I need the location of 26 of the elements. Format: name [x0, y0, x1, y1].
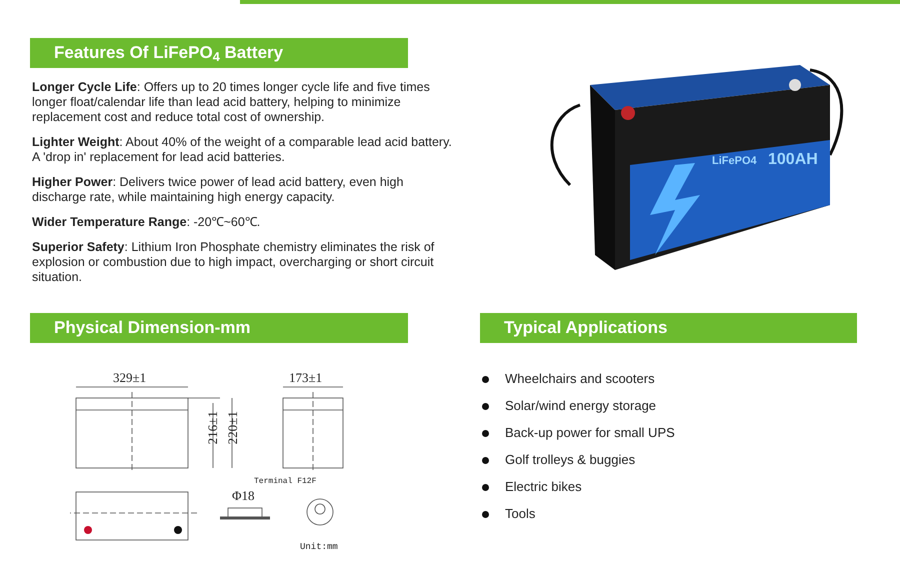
- dimension-label: 220±1: [224, 411, 241, 444]
- application-item: Wheelchairs and scooters: [505, 370, 655, 388]
- dimension-label: 329±1: [113, 369, 146, 387]
- battery-capacity-text: 100AH: [768, 150, 818, 170]
- section-heading-band: [480, 313, 857, 343]
- section-heading-band: [30, 38, 408, 68]
- battery-chemistry-text: LiFePO4: [712, 154, 757, 169]
- section-heading-band: [30, 313, 408, 343]
- section-heading: Typical Applications: [504, 317, 668, 340]
- dimension-label: 173±1: [289, 369, 322, 387]
- application-item: Golf trolleys & buggies: [505, 451, 636, 470]
- section-heading: Features Of LiFePO$_{4}$ Battery: [54, 42, 284, 66]
- unit-note: Unit:mm: [300, 541, 338, 554]
- feature-paragraph: Higher Power: Delivers twice power of lead acid battery, even high discharge rate, while maintaining high energy capacity.: [32, 175, 404, 205]
- application-item: Electric bikes: [505, 478, 582, 496]
- section-heading: Physical Dimension-mm: [54, 317, 251, 340]
- feature-paragraph: Longer Cycle Life: Offers up to 20 times longer cycle life and five times longer float/calendar life than lead acid battery, helping to minimize replacement cost and reduce total cost of ownership.: [32, 80, 431, 125]
- application-item: Back-up power for small UPS: [505, 424, 675, 442]
- application-item: Tools: [505, 505, 536, 524]
- terminal-label: Terminal F12F: [254, 476, 316, 488]
- feature-paragraph: Superior Safety: Lithium Iron Phosphate chemistry eliminates the risk of explosion or combustion due to high impact, overcharging or short circuit situation.: [32, 240, 436, 285]
- application-item: Solar/wind energy storage: [505, 397, 656, 416]
- dimension-label: 216±1: [204, 411, 221, 444]
- dimension-label: Φ18: [232, 487, 255, 505]
- feature-paragraph: Lighter Weight: About 40% of the weight of a comparable lead acid battery. A 'drop in' replacement for lead acid batteries.: [32, 135, 452, 165]
- feature-paragraph: Wider Temperature Range: -20℃~60℃.: [32, 215, 262, 230]
